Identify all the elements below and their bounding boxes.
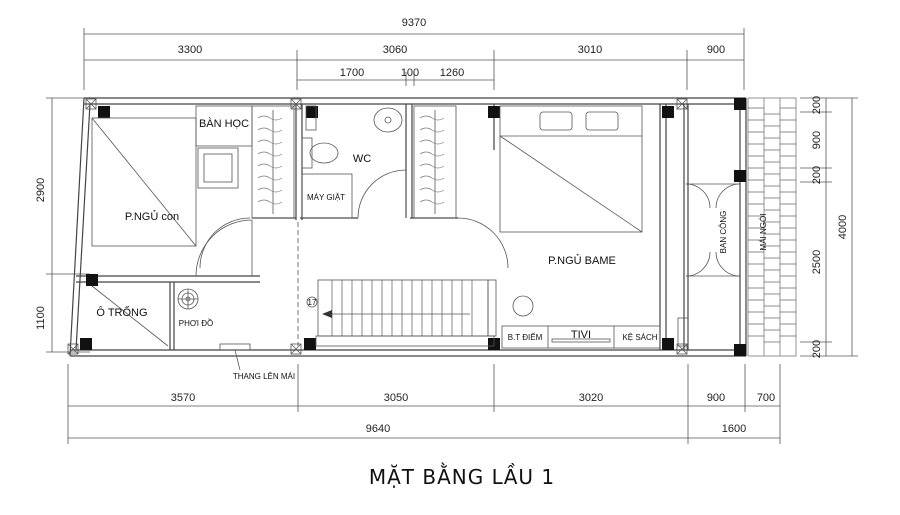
dim-top-total: 9370 [402,17,426,29]
child-bed [91,117,197,247]
staircase [315,279,497,347]
dim-left-1: 2900 [35,178,47,202]
door-child [195,219,253,277]
dim-left-2: 1100 [35,306,47,330]
dim-bottom-seg-5: 700 [757,392,775,404]
label-ban-hoc: BÀN HỌC [199,117,249,130]
void-cross [91,285,169,347]
door-parents [457,217,509,269]
label-phoi-do: PHƠI ĐỒ [179,318,213,328]
columns [80,98,746,356]
right-dimensions: 200 900 200 2500 200 4000 [800,96,858,358]
dim-top-seg-3: 3010 [578,44,602,56]
dim-right-3: 200 [811,166,823,184]
parents-bed [499,105,643,233]
dim-top-seg-2: 3060 [383,44,407,56]
stair-step-count: 17 [308,298,317,307]
dim-top-sub-2: 100 [401,67,419,79]
dim-bottom-seg-3: 3020 [579,392,603,404]
wardrobe-parents [413,105,457,219]
drying-rack-icon [177,288,199,310]
dim-top-sub-3: 1260 [440,67,464,79]
label-may-giat: MÁY GIẶT [307,193,345,202]
label-ngu-bame: P.NGỦ BAME [548,254,616,267]
stool [512,295,534,317]
plan-title: MẶT BẰNG LẦU 1 [369,463,555,489]
balcony [677,183,741,347]
top-dimensions: 9370 3300 3060 3010 900 1700 100 1260 [83,17,745,90]
dim-bottom-seg-4: 900 [707,392,725,404]
roof-ladder-leader [234,349,241,371]
dim-right-4: 2500 [811,250,823,274]
dim-bottom-total: 9640 [366,423,390,435]
label-o-trong: Ô TRỐNG [96,305,147,319]
dim-top-seg-4: 900 [707,44,725,56]
dim-right-2: 900 [811,131,823,149]
label-tivi: TIVI [571,329,591,341]
wardrobe-child [251,105,295,219]
label-ke-sach: KỆ SÁCH [622,333,657,342]
dim-right-total: 4000 [837,215,849,239]
dim-right-5: 200 [811,340,823,358]
stair-marker [306,296,318,308]
tv-cabinet [501,325,661,349]
roof-ladder [219,343,251,351]
bottom-dimensions: 3570 3050 3020 900 700 9640 1600 [67,364,781,444]
outer-walls [69,97,747,357]
label-thang-len-mai: THANG LÊN MÁI [233,372,295,381]
dim-top-seg-1: 3300 [178,44,202,56]
door-hall [199,217,251,269]
dim-bottom-seg-1: 3570 [171,392,195,404]
door-wc [357,169,407,219]
label-bt-diem: B.T ĐIỂM [508,333,543,342]
dim-bottom-right-total: 1600 [722,423,746,435]
label-wc: WC [353,153,371,165]
label-mai-ngoi: MÁI NGÓI [759,214,768,251]
dim-top-sub-1: 1700 [340,67,364,79]
dim-right-1: 200 [811,96,823,114]
roof-tiles [747,97,797,357]
dim-bottom-seg-2: 3050 [384,392,408,404]
wc-fixtures [301,105,403,219]
label-ngu-con: P.NGỦ con [125,210,179,223]
shaft-markers [67,98,688,355]
label-ban-cong: BAN CÔNG [719,211,728,254]
